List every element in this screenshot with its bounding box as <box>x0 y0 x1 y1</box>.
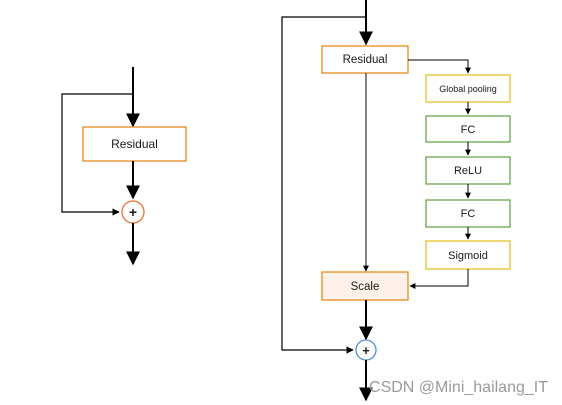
fc2-label: FC <box>461 208 476 220</box>
se-sum-symbol: + <box>362 343 370 358</box>
left-sum-symbol: + <box>129 204 137 220</box>
left-skip-connection <box>61 93 133 216</box>
se-residual-label: Residual <box>343 54 388 66</box>
sigmoid-label: Sigmoid <box>448 250 488 262</box>
scale-label: Scale <box>351 281 380 293</box>
left-residual-box <box>82 126 187 162</box>
se-branch-arrow <box>408 59 471 74</box>
left-residual-label: Residual <box>111 137 158 151</box>
se-residual-box <box>321 45 409 74</box>
watermark-text: CSDN @Mini_hailang_IT <box>369 379 548 396</box>
sigmoid-to-scale-arrow <box>409 269 469 289</box>
left-residual-block: Residual + <box>61 67 187 266</box>
global-pooling-label: Global pooling <box>439 84 497 94</box>
scale-box <box>321 271 409 301</box>
se-skip-connection <box>281 16 366 354</box>
fc1-box <box>425 115 511 143</box>
se-residual-block: Residual Global pooling FC ReLU FC Sigmo… <box>281 0 511 402</box>
relu-label: ReLU <box>454 165 482 177</box>
fc1-label: FC <box>461 124 476 136</box>
sigmoid-box <box>425 240 511 270</box>
